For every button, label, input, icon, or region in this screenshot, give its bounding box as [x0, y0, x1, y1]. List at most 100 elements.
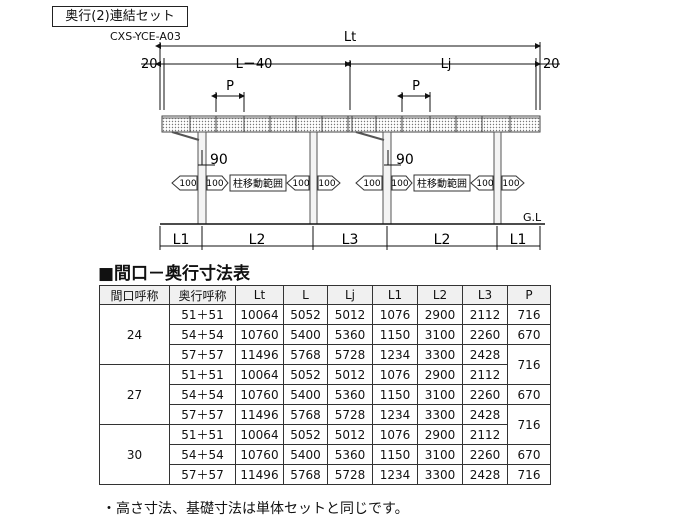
header-width-name: 間口呼称	[99, 285, 170, 305]
header-lt: Lt	[235, 285, 284, 305]
table-cell: 5052	[283, 364, 328, 385]
table-row: 30 51＋51 10064 5052 5012 1076 2900 2112	[99, 424, 551, 485]
label-l-minus-40: L－40	[236, 57, 273, 72]
table-cell: 5012	[327, 424, 373, 445]
table-cell: 5360	[327, 444, 373, 465]
dimension-table: 間口呼称 奥行呼称 Lt L Lj L1 L2 L3 P 24 51＋51 10…	[99, 285, 551, 485]
table-cell: 11496	[235, 404, 284, 425]
table-cell: 1150	[372, 324, 418, 345]
table-row: 57＋57 11496 5768 5728 1234 3300 2428 716	[100, 464, 551, 485]
table-cell: 1234	[372, 404, 418, 425]
table-cell: 3300	[417, 344, 463, 365]
header-p: P	[507, 285, 551, 305]
table-cell: 5012	[327, 364, 373, 385]
p-cell: 716	[507, 404, 551, 445]
p-cell: 670	[507, 384, 551, 405]
svg-text:100: 100	[318, 179, 335, 189]
svg-text:100: 100	[206, 179, 223, 189]
table-cell: 10760	[235, 384, 284, 405]
table-cell: 10760	[235, 324, 284, 345]
header-l3: L3	[462, 285, 508, 305]
table-cell: 10064	[235, 304, 284, 325]
svg-text:100: 100	[502, 179, 519, 189]
table-cell: 1234	[372, 464, 418, 485]
table-cell: 3300	[417, 404, 463, 425]
label-bottom-l2-left: L2	[249, 232, 266, 248]
label-gl: G.L	[523, 211, 542, 224]
table-cell: 1076	[372, 424, 418, 445]
label-bottom-l1-left: L1	[173, 232, 190, 248]
header-lj: Lj	[327, 285, 373, 305]
svg-text:100: 100	[292, 179, 309, 189]
dim-bottom: L1 L2 L3 L2 L1	[159, 226, 541, 250]
table-cell: 3100	[417, 384, 463, 405]
label-bottom-l2-right: L2	[434, 232, 451, 248]
set-title: 奥行(2)連結セット	[52, 6, 188, 27]
table-row: 24 51＋51 10064 5052 5012 1076 2900 2112 …	[99, 304, 551, 365]
table-cell: 5360	[327, 324, 373, 345]
table-cell: 51＋51	[169, 304, 236, 325]
svg-text:100: 100	[363, 179, 380, 189]
label-end-right: 20	[543, 57, 560, 72]
roof-panel	[161, 115, 541, 133]
label-end-left: 20	[141, 57, 158, 72]
table-cell: 2428	[462, 464, 508, 485]
label-post-range-left: 柱移動範囲	[233, 177, 283, 190]
table-cell: 51＋51	[169, 424, 236, 445]
model-number: CXS-YCE-A03	[110, 30, 181, 43]
table-cell: 2112	[462, 304, 508, 325]
dim-90-right: 90	[384, 150, 414, 168]
table-cell: 5768	[283, 344, 328, 365]
table-cell: 2260	[462, 324, 508, 345]
table-cell: 54＋54	[169, 444, 236, 465]
p-cell: 716	[507, 304, 551, 325]
carport-side-diagram: Lt L－40 Lj 20 20 P P	[141, 30, 560, 250]
svg-text:100: 100	[476, 179, 493, 189]
table-row: 27 51＋51 10064 5052 5012 1076 2900 2112	[99, 364, 551, 425]
label-lj: Lj	[441, 57, 452, 72]
label-bottom-l1-right: L1	[510, 232, 527, 248]
footnote: ・高さ寸法、基礎寸法は単体セットと同じです。	[102, 501, 409, 517]
table-cell: 2900	[417, 304, 463, 325]
header-depth-name: 奥行呼称	[169, 285, 236, 305]
table-cell: 57＋57	[169, 464, 236, 485]
table-cell: 5052	[283, 424, 328, 445]
table-header-row: 間口呼称 奥行呼称 Lt L Lj L1 L2 L3 P	[99, 285, 551, 305]
table-cell: 1150	[372, 384, 418, 405]
table-cell: 3300	[417, 464, 463, 485]
table-cell: 10760	[235, 444, 284, 465]
table-cell: 5728	[327, 344, 373, 365]
dim-90-left: 90	[198, 150, 228, 168]
table-cell: 54＋54	[169, 324, 236, 345]
p-cell: 716	[507, 464, 551, 485]
p-cell: 670	[507, 324, 551, 345]
table-cell: 57＋57	[169, 344, 236, 365]
p-cell: 670	[507, 444, 551, 465]
header-l1: L1	[372, 285, 418, 305]
table-cell: 57＋57	[169, 404, 236, 425]
table-cell: 5768	[283, 404, 328, 425]
header-l: L	[283, 285, 328, 305]
table-row: 54＋54 10760 5400 5360 1150 3100 2260 670	[100, 444, 551, 465]
table-cell: 11496	[235, 464, 284, 485]
table-cell: 3100	[417, 324, 463, 345]
table-row: 54＋54 10760 5400 5360 1150 3100 2260 670	[100, 324, 551, 345]
table-cell: 1234	[372, 344, 418, 365]
table-cell: 10064	[235, 364, 284, 385]
svg-text:100: 100	[391, 179, 408, 189]
label-p-right: P	[412, 79, 420, 94]
table-cell: 2428	[462, 344, 508, 365]
table-cell: 5052	[283, 304, 328, 325]
dim-p-left: P	[211, 79, 245, 112]
dim-p-right: P	[397, 79, 431, 112]
post-range-left: 100 100 柱移動範囲 100 100	[171, 174, 341, 192]
table-cell: 5400	[283, 384, 328, 405]
width-cell: 27	[99, 364, 170, 425]
header-l2: L2	[417, 285, 463, 305]
dim-l-lj: L－40 Lj 20 20	[141, 57, 560, 72]
table-cell: 2428	[462, 404, 508, 425]
table-cell: 5012	[327, 304, 373, 325]
label-p-left: P	[226, 79, 234, 94]
table-cell: 2112	[462, 424, 508, 445]
width-cell: 24	[99, 304, 170, 365]
